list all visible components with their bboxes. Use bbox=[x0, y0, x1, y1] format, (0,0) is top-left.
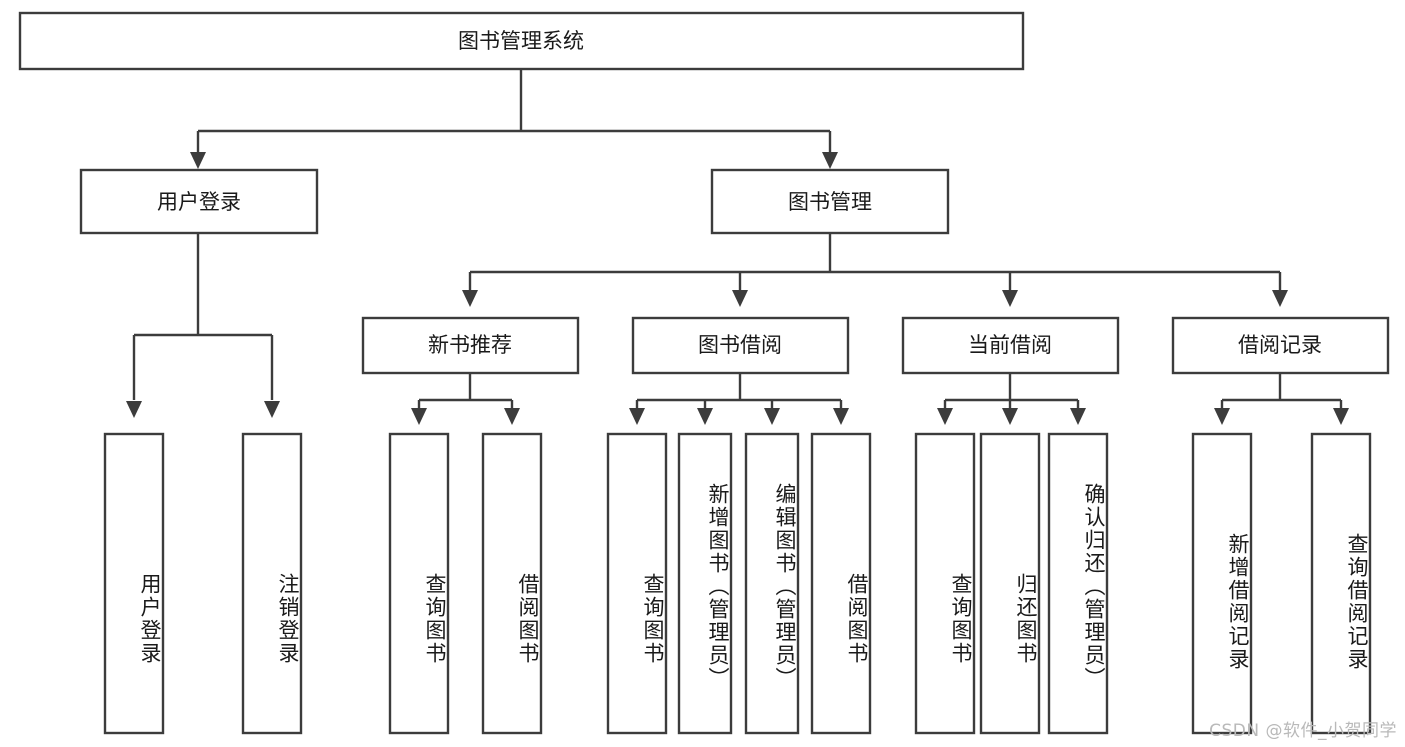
connector-userlogin-to-leaves bbox=[126, 233, 280, 418]
node-book-borrow-label: 图书借阅 bbox=[698, 333, 782, 357]
node-current-borrow-label: 当前借阅 bbox=[968, 333, 1052, 357]
node-borrow-record[interactable]: 借阅记录 bbox=[1171, 316, 1390, 375]
leaf-box-query-book-3[interactable] bbox=[914, 432, 976, 735]
node-current-borrow[interactable]: 当前借阅 bbox=[901, 316, 1120, 375]
leaf-box-return-book[interactable] bbox=[979, 432, 1041, 735]
leaf-box-query-borrow-record[interactable] bbox=[1310, 432, 1372, 735]
connector-newbook-to-leaves bbox=[411, 373, 520, 425]
node-book-borrow[interactable]: 图书借阅 bbox=[631, 316, 850, 375]
leaf-box-borrow-book-1[interactable] bbox=[481, 432, 543, 735]
node-new-book-recommend-label: 新书推荐 bbox=[428, 333, 512, 357]
csdn-watermark: CSDN @软件_小贺同学 bbox=[1209, 721, 1397, 741]
leaf-box-edit-book-admin[interactable] bbox=[744, 432, 800, 735]
node-book-management[interactable]: 图书管理 bbox=[710, 168, 950, 235]
connector-bookborrow-to-leaves bbox=[629, 373, 849, 425]
connector-borrowrecord-to-leaves bbox=[1214, 373, 1349, 425]
leaf-box-add-book-admin[interactable] bbox=[677, 432, 733, 735]
node-borrow-record-label: 借阅记录 bbox=[1238, 333, 1322, 357]
connector-root-to-level2 bbox=[190, 69, 838, 169]
leaf-box-query-book-1[interactable] bbox=[388, 432, 450, 735]
leaf-box-logout-login[interactable] bbox=[241, 432, 303, 735]
leaf-box-user-login[interactable] bbox=[103, 432, 165, 735]
node-book-management-label: 图书管理 bbox=[788, 190, 872, 214]
node-new-book-recommend[interactable]: 新书推荐 bbox=[361, 316, 580, 375]
leaf-box-borrow-book-2[interactable] bbox=[810, 432, 872, 735]
node-user-login-label: 用户登录 bbox=[157, 190, 241, 214]
node-root-system[interactable]: 图书管理系统 bbox=[18, 11, 1025, 71]
leaf-box-confirm-return-admin[interactable] bbox=[1047, 432, 1109, 735]
node-user-login[interactable]: 用户登录 bbox=[79, 168, 319, 235]
connector-bookmgmt-to-level3 bbox=[462, 233, 1288, 307]
node-root-label: 图书管理系统 bbox=[458, 29, 584, 53]
connector-currentborrow-to-leaves bbox=[937, 373, 1086, 425]
leaf-box-add-borrow-record[interactable] bbox=[1191, 432, 1253, 735]
leaf-box-query-book-2[interactable] bbox=[606, 432, 668, 735]
